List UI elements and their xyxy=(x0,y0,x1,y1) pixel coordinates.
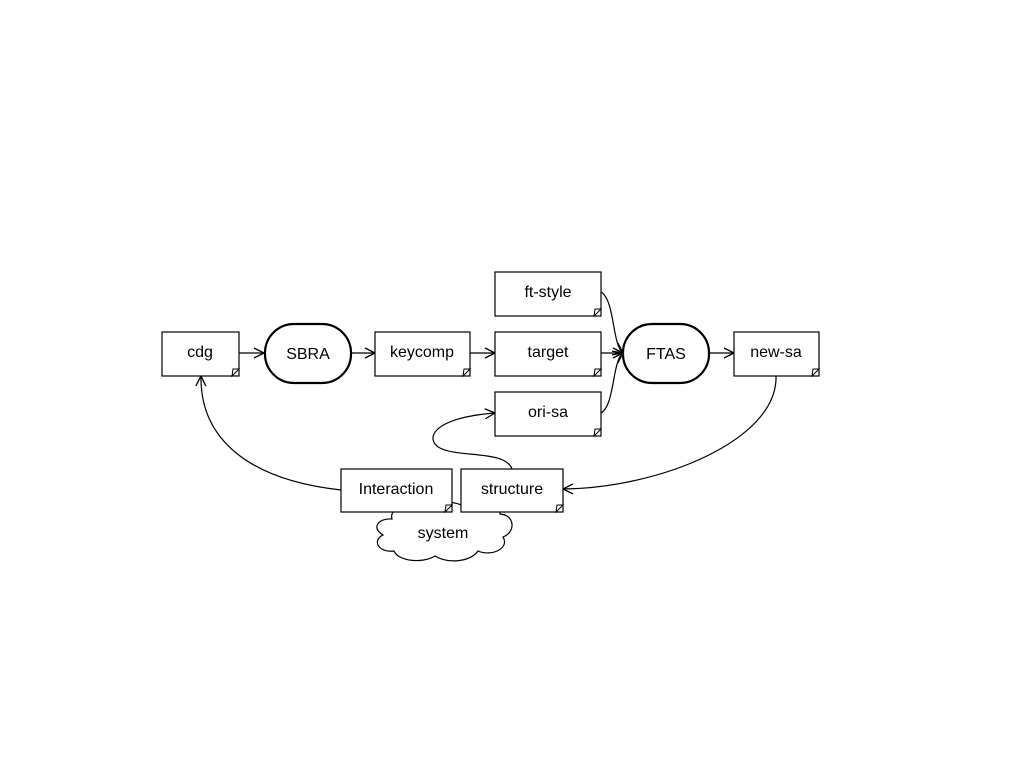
node-ftas: FTAS xyxy=(621,322,711,385)
node-sbra-label: SBRA xyxy=(286,346,330,363)
node-interaction-label: Interaction xyxy=(359,481,434,498)
node-target-label: target xyxy=(528,344,569,361)
system-label: system xyxy=(418,525,469,542)
node-cdg-label: cdg xyxy=(187,344,213,361)
edge-orisa-ftas xyxy=(600,353,623,414)
node-ori-sa-label: ori-sa xyxy=(528,404,568,421)
node-structure-label: structure xyxy=(481,481,543,498)
node-new-sa: new-sa xyxy=(733,331,821,378)
edge-ftstyle-ftas xyxy=(600,291,623,353)
node-sbra: SBRA xyxy=(263,322,353,385)
node-cdg: cdg xyxy=(161,331,241,378)
node-structure: structure xyxy=(460,468,565,514)
node-keycomp: keycomp xyxy=(374,331,472,378)
node-ori-sa: ori-sa xyxy=(494,391,603,438)
node-target: target xyxy=(494,331,603,378)
edge-interaction-cdg xyxy=(201,376,342,491)
system-cloud: system xyxy=(376,501,513,562)
edge-structure-orisa xyxy=(432,413,513,470)
edge-newsa-structure xyxy=(563,375,777,489)
node-ft-style-label: ft-style xyxy=(524,284,571,301)
edges xyxy=(201,291,777,491)
node-new-sa-label: new-sa xyxy=(750,344,802,361)
node-interaction: Interaction xyxy=(340,468,454,514)
node-ft-style: ft-style xyxy=(494,271,603,318)
node-ftas-label: FTAS xyxy=(646,346,686,363)
node-keycomp-label: keycomp xyxy=(390,344,454,361)
